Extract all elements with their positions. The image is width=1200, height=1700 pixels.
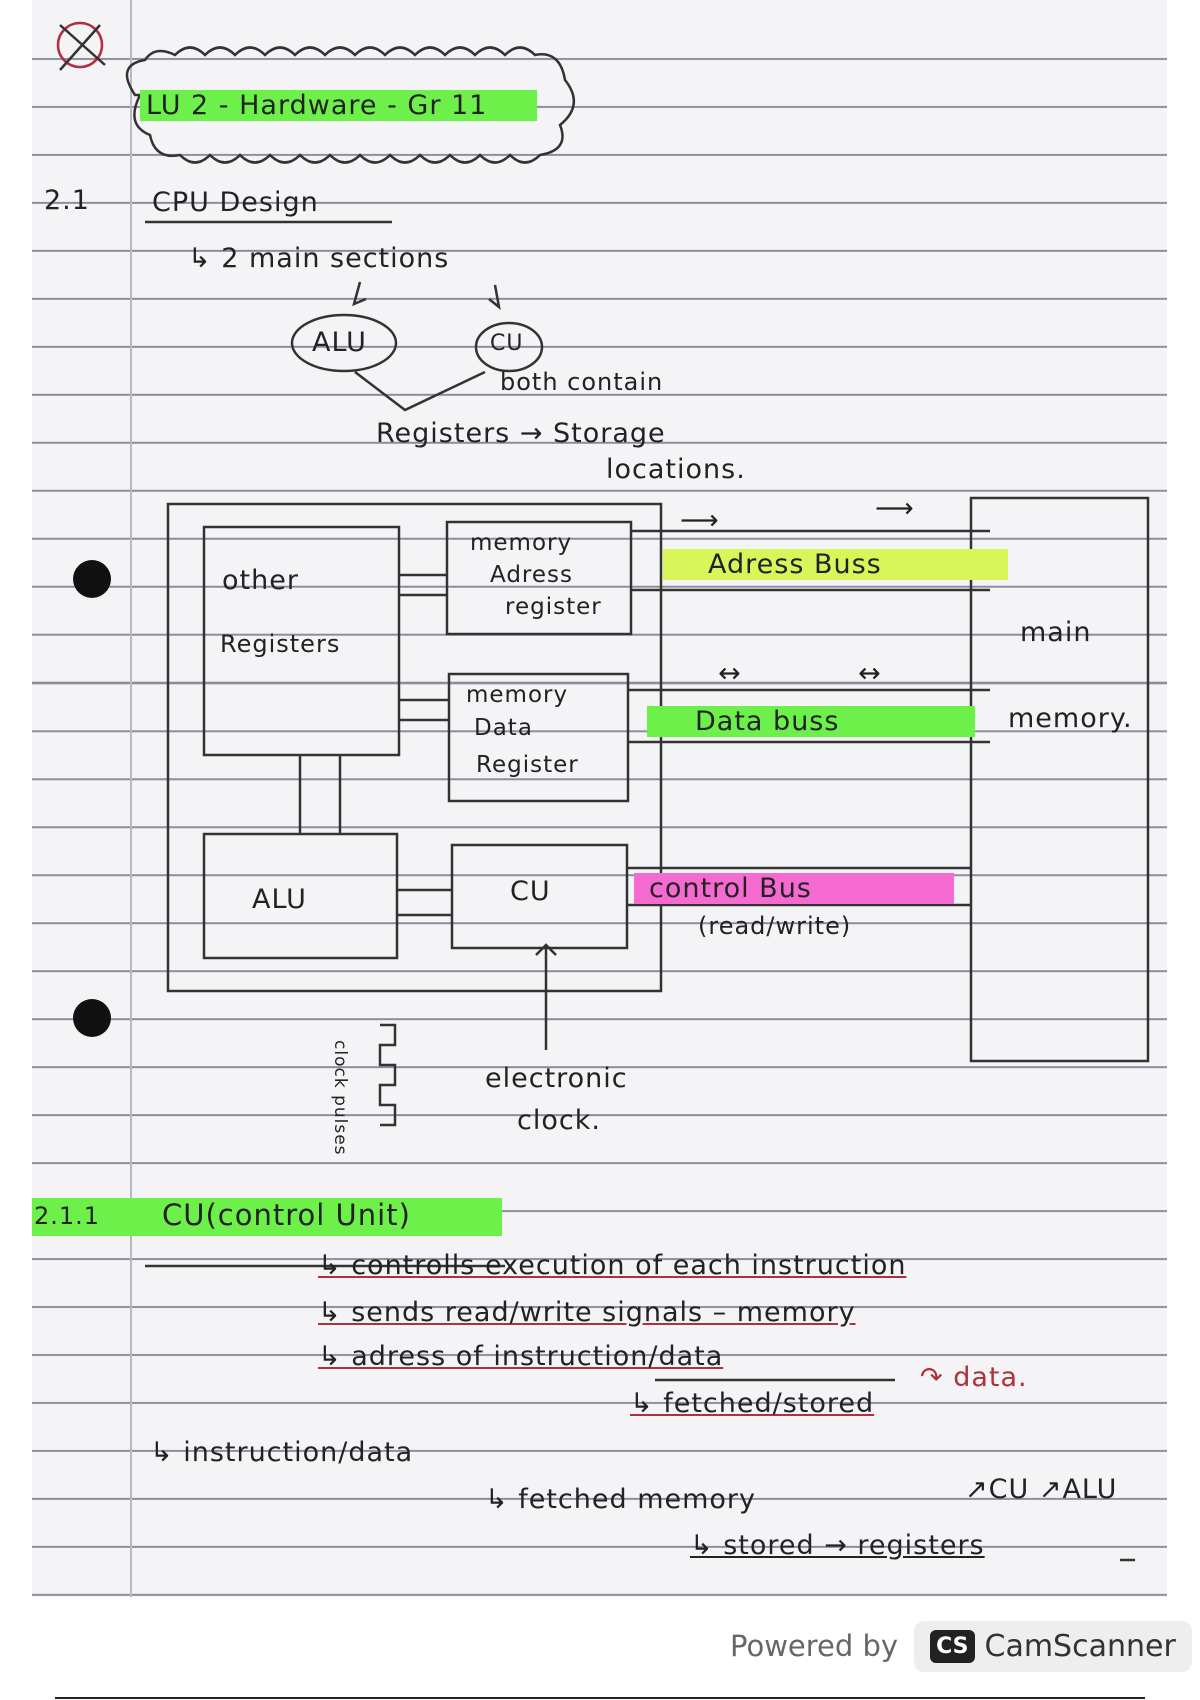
list-item: ↳ controlls execution of each instructio… xyxy=(318,1250,907,1281)
mdr-box xyxy=(447,672,630,803)
note-text: ↳ 2 main sections xyxy=(188,243,450,274)
powered-by-text: Powered by xyxy=(730,1629,899,1663)
cu-box-label: CU xyxy=(510,876,551,907)
punch-hole xyxy=(73,999,111,1037)
control-bus-label: control Bus xyxy=(634,873,954,904)
mar-label: register xyxy=(505,594,602,620)
brand-name: CamScanner xyxy=(984,1628,1176,1664)
title-cloud xyxy=(125,46,575,164)
other-registers-box xyxy=(202,525,401,757)
camscanner-logo-icon: CS xyxy=(930,1629,975,1663)
section-number: 2.1 xyxy=(44,185,90,216)
mar-label: Adress xyxy=(490,562,573,588)
mar-box xyxy=(445,520,633,636)
main-memory-box xyxy=(969,496,1150,1063)
note-text: locations. xyxy=(606,454,746,485)
mdr-label: Register xyxy=(476,752,579,778)
list-item: ↳ stored → registers xyxy=(690,1530,985,1561)
cu-box xyxy=(450,843,629,950)
alu-box-label: ALU xyxy=(252,884,307,915)
section-heading: CU(control Unit) xyxy=(162,1198,411,1232)
section-highlight xyxy=(32,1198,502,1236)
arrow-right-icon: ⟶ xyxy=(680,505,720,536)
doodle-icon xyxy=(56,21,106,71)
notebook-page xyxy=(32,0,1167,1597)
annotation: ↷ data. xyxy=(920,1362,1028,1393)
camscanner-badge: CS CamScanner xyxy=(914,1620,1192,1672)
clock-pulses-label: clock pulses xyxy=(330,1040,350,1156)
electronic-clock-label: electronic xyxy=(485,1063,628,1094)
address-bus-label: Adress Buss xyxy=(663,549,1008,580)
bidirectional-arrow-icon: ↔ xyxy=(718,658,742,689)
arrow-right-icon: ⟶ xyxy=(875,493,915,524)
electronic-clock-label: clock. xyxy=(517,1105,601,1136)
list-item: ↳ adress of instruction/data xyxy=(318,1341,724,1372)
mdr-label: Data xyxy=(474,715,533,741)
cpu-box xyxy=(166,502,663,993)
section-heading: CPU Design xyxy=(152,187,319,218)
annotation: ↗CU ↗ALU xyxy=(965,1474,1118,1505)
note-text: Registers → Storage xyxy=(376,418,666,449)
mar-label: memory xyxy=(470,530,573,556)
scanner-watermark: Powered by CS CamScanner xyxy=(730,1614,1192,1678)
read-write-label: (read/write) xyxy=(698,912,852,940)
clock-pulse-icon xyxy=(378,1023,397,1127)
list-item: ↳ sends read/write signals – memory xyxy=(318,1297,856,1328)
alu-label: ALU xyxy=(312,327,367,358)
cu-ellipse xyxy=(474,321,544,373)
other-registers-label: other xyxy=(222,565,299,596)
section-number: 2.1.1 xyxy=(34,1202,101,1230)
list-item: ↳ fetched/stored xyxy=(630,1388,875,1419)
punch-hole xyxy=(73,560,111,598)
margin-line xyxy=(130,0,132,1597)
other-registers-label: Registers xyxy=(220,630,341,658)
divider xyxy=(55,1697,1145,1699)
note-text: both contain xyxy=(500,368,664,396)
cu-label: CU xyxy=(490,331,524,356)
mdr-label: memory xyxy=(466,682,569,708)
bidirectional-arrow-icon: ↔ xyxy=(858,658,882,689)
list-item: ↳ fetched memory xyxy=(485,1484,757,1515)
main-memory-label: memory. xyxy=(1008,703,1133,734)
main-memory-label: main xyxy=(1020,617,1092,648)
data-bus-label: Data buss xyxy=(647,706,975,737)
alu-ellipse xyxy=(290,313,398,373)
list-item: ↳ instruction/data xyxy=(150,1437,414,1468)
page-title: LU 2 - Hardware - Gr 11 xyxy=(140,90,538,121)
